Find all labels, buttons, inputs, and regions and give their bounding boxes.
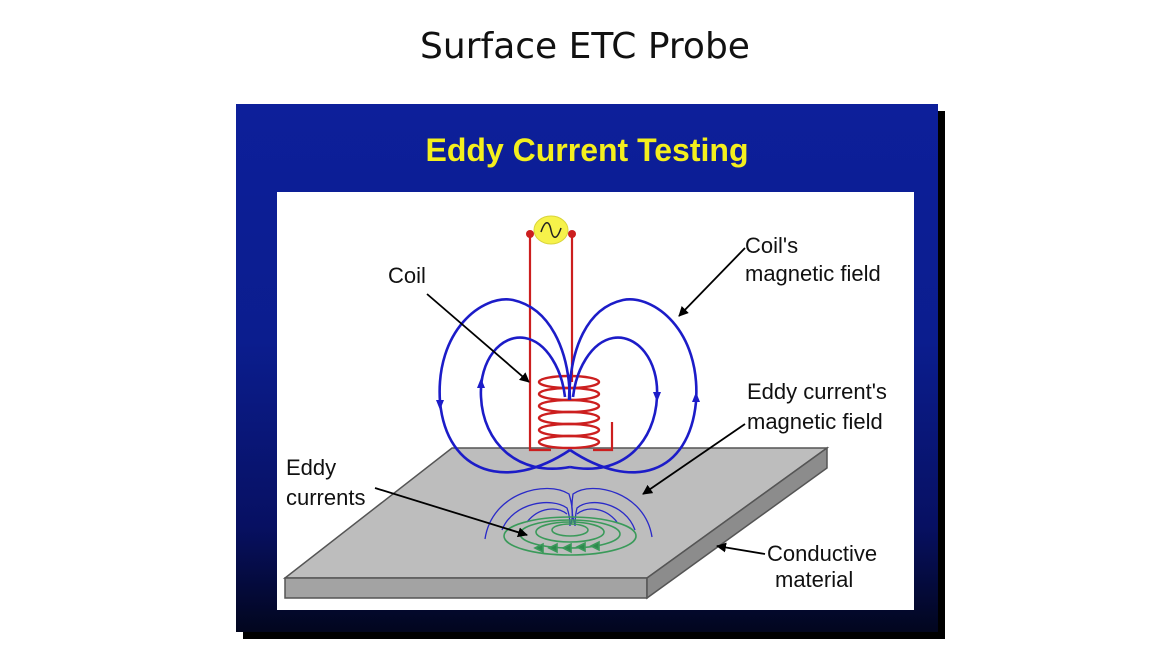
- material-label-line2: material: [775, 567, 854, 592]
- field-arrow: [692, 392, 700, 402]
- material-label-line1: Conductive: [767, 541, 878, 566]
- eddy-arrow: [533, 542, 544, 554]
- diagram-panel: Eddy Current Testing: [236, 104, 938, 632]
- coil-field-label-line2: magnetic field: [745, 261, 881, 286]
- coil-turn: [537, 434, 601, 450]
- coil-turn: [537, 410, 601, 426]
- eddy-ring: [535, 521, 605, 543]
- diagram-svg: [282, 215, 830, 600]
- eddy-arrow: [547, 542, 558, 554]
- field-arrow: [653, 392, 661, 402]
- ac-source-wave: [540, 222, 562, 238]
- plate-side: [646, 446, 828, 600]
- eddy-field-label-line1: Eddy current's: [747, 379, 887, 404]
- field-direction-arrows: [436, 378, 700, 410]
- field-loop-right-outer: [567, 298, 698, 474]
- eddy-currents-pointer: [374, 487, 528, 538]
- eddy-arrow: [575, 541, 586, 553]
- ac-terminal-right: [568, 230, 576, 238]
- eddy-arrow: [589, 540, 600, 552]
- eddy-field-label-line2: magnetic field: [747, 409, 883, 434]
- ac-source-icon: [526, 215, 576, 245]
- coil-label: Coil: [388, 263, 426, 288]
- panel-heading: Eddy Current Testing: [425, 132, 749, 168]
- coil-wire-right-lower: [593, 422, 614, 452]
- field-loop-left-inner: [479, 336, 571, 470]
- eddy-arrow: [561, 542, 572, 554]
- field-arrow: [436, 400, 444, 410]
- eddy-currents-label-line1: Eddy: [286, 455, 337, 480]
- coil-turn: [537, 422, 601, 438]
- pointer-arrows: [374, 247, 766, 555]
- coil-field-lines: [438, 298, 698, 474]
- material-pointer: [716, 542, 766, 555]
- coil-field-pointer: [678, 247, 746, 317]
- coil-field-label-line1: Coil's: [745, 233, 799, 258]
- field-loop-right-inner: [569, 336, 659, 470]
- field-loop-left-outer: [438, 298, 572, 474]
- ac-terminal-left: [526, 230, 534, 238]
- eddy-field-pointer: [642, 423, 746, 495]
- coil-turn: [537, 398, 601, 414]
- eddy-field-line: [526, 508, 568, 523]
- eddy-currents-label-line2: currents: [286, 485, 366, 510]
- coil-pointer: [426, 293, 530, 383]
- eddy-ring: [551, 523, 589, 537]
- eddy-ring: [503, 516, 637, 556]
- eddy-field-line: [571, 487, 653, 538]
- plate-front: [284, 577, 648, 599]
- conductive-plate: [282, 446, 830, 600]
- eddy-current-rings: [503, 516, 637, 556]
- slide-title: Surface ETC Probe: [420, 26, 750, 67]
- diagram-canvas: Coil Coil's magnetic field Eddy current'…: [277, 192, 914, 610]
- eddy-field-line: [576, 508, 618, 523]
- field-arrow: [477, 378, 485, 388]
